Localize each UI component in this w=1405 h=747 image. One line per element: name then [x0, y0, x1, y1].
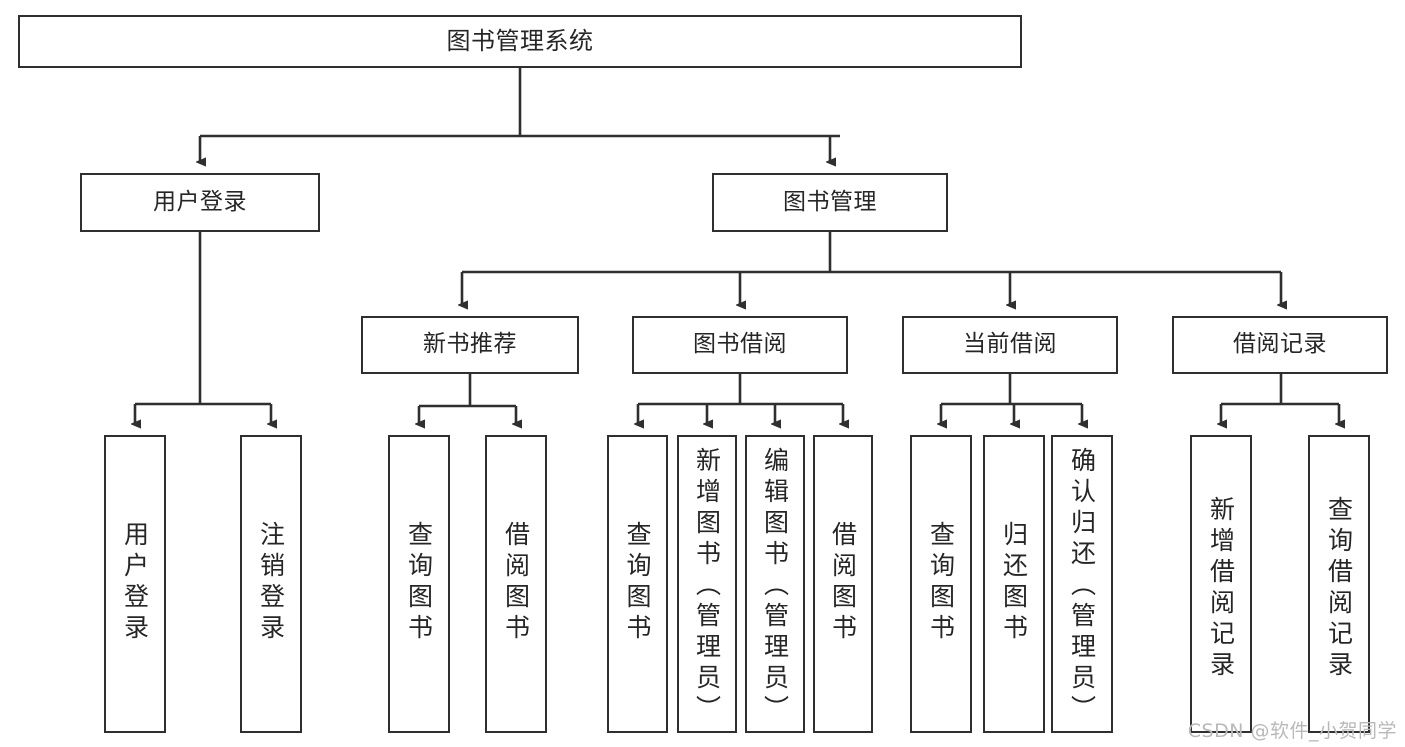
node-new-book-rec-label: 新书推荐: [423, 331, 517, 358]
node-leaf-user-login-label: 用户登录: [120, 521, 150, 645]
node-borrow-record-label: 借阅记录: [1233, 331, 1327, 358]
node-book-manage[interactable]: 图书管理: [712, 173, 948, 232]
node-user-login[interactable]: 用户登录: [80, 173, 320, 232]
node-current-borrow-label: 当前借阅: [963, 331, 1057, 358]
node-leaf-query-borrow-record-label: 查询借阅记录: [1324, 496, 1354, 682]
node-leaf-borrow-book-1-label: 借阅图书: [501, 521, 531, 645]
node-leaf-edit-book-admin[interactable]: 编辑图书（管理员）: [745, 435, 805, 733]
node-leaf-query-book-1-label: 查询图书: [404, 521, 434, 645]
node-leaf-query-book-2[interactable]: 查询图书: [607, 435, 668, 733]
node-leaf-user-logout-label: 注销登录: [256, 521, 286, 645]
node-leaf-query-book-2-label: 查询图书: [623, 521, 652, 645]
node-leaf-edit-book-admin-label: 编辑图书（管理员）: [760, 447, 790, 726]
node-new-book-rec[interactable]: 新书推荐: [361, 316, 579, 374]
node-root[interactable]: 图书管理系统: [18, 15, 1022, 68]
node-book-borrow-label: 图书借阅: [693, 331, 787, 358]
node-leaf-add-borrow-record-label: 新增借阅记录: [1206, 496, 1236, 682]
node-leaf-query-book-3[interactable]: 查询图书: [910, 435, 972, 733]
node-leaf-add-book-admin[interactable]: 新增图书（管理员）: [677, 435, 737, 733]
node-leaf-query-borrow-record[interactable]: 查询借阅记录: [1308, 435, 1370, 733]
node-leaf-confirm-return-admin[interactable]: 确认归还（管理员）: [1051, 435, 1113, 733]
node-borrow-record[interactable]: 借阅记录: [1172, 316, 1388, 374]
node-leaf-return-book-label: 归还图书: [999, 521, 1029, 645]
node-book-borrow[interactable]: 图书借阅: [632, 316, 848, 374]
node-leaf-add-book-admin-label: 新增图书（管理员）: [692, 447, 722, 726]
node-leaf-query-book-3-label: 查询图书: [926, 521, 956, 645]
watermark-text: CSDN @软件_小贺同学: [1187, 720, 1397, 742]
node-user-login-label: 用户登录: [153, 188, 247, 215]
node-current-borrow[interactable]: 当前借阅: [902, 316, 1118, 374]
node-leaf-borrow-book-2-label: 借阅图书: [828, 521, 858, 645]
node-leaf-return-book[interactable]: 归还图书: [983, 435, 1045, 733]
node-book-manage-label: 图书管理: [783, 188, 877, 215]
node-leaf-borrow-book-1[interactable]: 借阅图书: [485, 435, 547, 733]
node-leaf-add-borrow-record[interactable]: 新增借阅记录: [1190, 435, 1252, 733]
node-leaf-user-logout[interactable]: 注销登录: [240, 435, 302, 733]
node-leaf-borrow-book-2[interactable]: 借阅图书: [813, 435, 873, 733]
node-leaf-query-book-1[interactable]: 查询图书: [388, 435, 450, 733]
node-root-label: 图书管理系统: [446, 27, 594, 56]
node-leaf-confirm-return-admin-label: 确认归还（管理员）: [1067, 447, 1097, 726]
node-leaf-user-login[interactable]: 用户登录: [104, 435, 166, 733]
